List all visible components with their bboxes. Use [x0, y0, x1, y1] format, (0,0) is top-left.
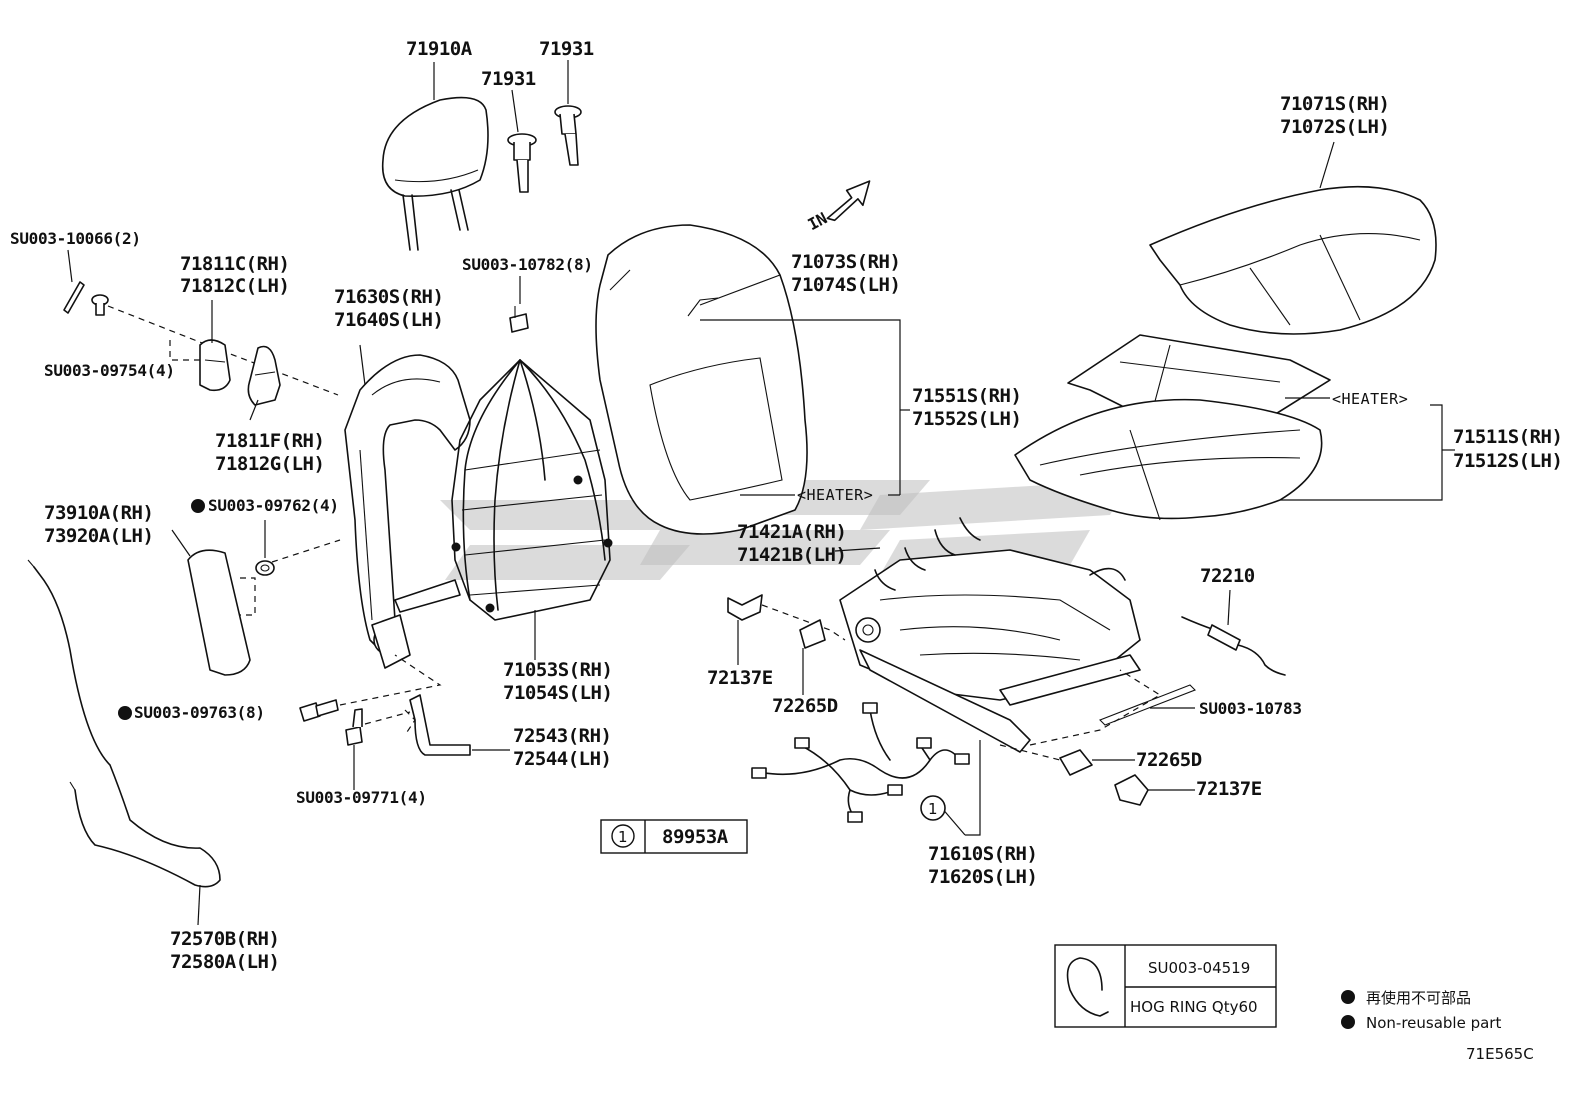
label-cushion-frame-lh[interactable]: 71620S(LH) [928, 866, 1038, 888]
label-cushion-cover-lh[interactable]: 71072S(LH) [1280, 116, 1390, 138]
figure-code: 71E565C [1466, 1045, 1534, 1063]
label-cover-left[interactable]: 72137E [707, 667, 773, 689]
bolt-8[interactable] [299, 699, 339, 722]
screw-side[interactable] [63, 281, 85, 314]
label-cushion-cover-rh[interactable]: 71071S(RH) [1280, 93, 1390, 115]
label-bracket-lh[interactable]: 72544(LH) [513, 748, 612, 770]
label-adjuster-cable[interactable]: 72210 [1200, 565, 1255, 587]
label-back-heater-rh[interactable]: 71551S(RH) [912, 385, 1022, 407]
label-headrest[interactable]: 71910A [406, 38, 473, 60]
label-heater-tag-cushion: <HEATER> [1332, 390, 1408, 408]
label-screw-side[interactable]: SU003-10066(2) [10, 229, 141, 248]
seat-cushion-frame[interactable] [839, 517, 1141, 753]
label-cable-rh[interactable]: 72570B(RH) [170, 928, 280, 950]
label-cover-right[interactable]: 72137E [1196, 778, 1262, 800]
direction-in-label: IN [805, 209, 830, 235]
wire-harness[interactable] [751, 702, 970, 823]
bolt-4[interactable] [345, 708, 363, 746]
bolt-track[interactable] [1099, 684, 1196, 726]
callout-table-part[interactable]: 89953A [662, 826, 729, 848]
legend-line-1: 再使用不可部品 [1366, 989, 1471, 1007]
label-cable-lh[interactable]: 72580A(LH) [170, 951, 280, 973]
label-heater-tag-back: <HEATER> [797, 486, 873, 504]
shield-lower[interactable] [247, 345, 281, 406]
label-nut[interactable]: SU003-09762(4) [208, 496, 339, 515]
seat-back-spring[interactable] [451, 359, 613, 621]
hog-ring-code[interactable]: SU003-04519 [1148, 959, 1250, 977]
part-labels: 71910A 71931 71931 SU003-10782(8) SU003-… [10, 38, 1563, 973]
label-back-heater-lh[interactable]: 71552S(LH) [912, 408, 1022, 430]
label-cushion-spring-lh[interactable]: 71421B(LH) [737, 544, 847, 566]
seat-back-frame[interactable] [344, 354, 471, 669]
hog-ring-icon [1066, 957, 1109, 1017]
side-airbag[interactable] [187, 549, 251, 676]
label-guide-right[interactable]: 71931 [539, 38, 594, 60]
label-clip-top[interactable]: SU003-10782(8) [462, 255, 593, 274]
label-back-spring-lh[interactable]: 71054S(LH) [503, 682, 613, 704]
seat-cushion-cover[interactable] [1149, 185, 1437, 335]
callout-table: 1 89953A [600, 819, 748, 854]
seat-back-cover[interactable] [595, 224, 808, 535]
legend: 再使用不可部品 Non-reusable part [1341, 989, 1501, 1032]
label-clip-left[interactable]: 72265D [772, 695, 838, 717]
hog-ring-box: SU003-04519 HOG RING Qty60 [1054, 944, 1277, 1028]
label-cushion-pad-rh[interactable]: 71511S(RH) [1453, 426, 1563, 448]
release-cable[interactable] [27, 559, 221, 888]
bracket[interactable] [409, 694, 471, 756]
label-shield-upper-rh[interactable]: 71811C(RH) [180, 253, 290, 275]
non-reusable-mark-bolt [118, 706, 132, 720]
label-shield-lower-rh[interactable]: 71811F(RH) [215, 430, 325, 452]
label-back-spring-rh[interactable]: 71053S(RH) [503, 659, 613, 681]
nut[interactable] [255, 560, 275, 576]
legend-dot-1 [1341, 990, 1355, 1004]
label-shield-lower-lh[interactable]: 71812G(LH) [215, 453, 325, 475]
headrest-guide-left[interactable] [507, 133, 537, 193]
label-guide-left[interactable]: 71931 [481, 68, 536, 90]
callout-table-number: 1 [618, 828, 628, 846]
label-bolt-track[interactable]: SU003-10783 [1199, 699, 1302, 718]
label-back-frame-rh[interactable]: 71630S(RH) [334, 286, 444, 308]
shield-upper[interactable] [199, 339, 231, 392]
callout-circle-harness [920, 795, 946, 821]
clip-top[interactable] [509, 306, 529, 333]
label-back-cover-lh[interactable]: 71074S(LH) [791, 274, 901, 296]
label-airbag-rh[interactable]: 73910A(RH) [44, 502, 154, 524]
adjuster-cable[interactable] [1181, 616, 1286, 676]
label-bracket-rh[interactable]: 72543(RH) [513, 725, 612, 747]
label-airbag-lh[interactable]: 73920A(LH) [44, 525, 154, 547]
headrest[interactable] [381, 96, 489, 251]
hog-ring-desc: HOG RING Qty60 [1130, 998, 1258, 1016]
label-bolt-4[interactable]: SU003-09771(4) [296, 788, 427, 807]
non-reusable-mark-nut [191, 499, 205, 513]
clip-right[interactable] [1059, 749, 1093, 776]
callout-harness-number: 1 [928, 800, 938, 818]
cover-right[interactable] [1114, 774, 1149, 806]
label-back-cover-rh[interactable]: 71073S(RH) [791, 251, 901, 273]
label-bolt-8[interactable]: SU003-09763(8) [134, 703, 265, 722]
direction-in-arrow: IN [805, 180, 871, 235]
label-clip-right[interactable]: 72265D [1136, 749, 1202, 771]
label-back-frame-lh[interactable]: 71640S(LH) [334, 309, 444, 331]
label-cushion-frame-rh[interactable]: 71610S(RH) [928, 843, 1038, 865]
label-shield-upper-lh[interactable]: 71812C(LH) [180, 275, 290, 297]
legend-dot-2 [1341, 1015, 1355, 1029]
headrest-guide-right[interactable] [554, 105, 582, 166]
label-cushion-spring-rh[interactable]: 71421A(RH) [737, 521, 847, 543]
seat-cushion-pad[interactable] [1014, 398, 1323, 521]
label-cushion-pad-lh[interactable]: 71512S(LH) [1453, 450, 1563, 472]
bolt-side[interactable] [91, 294, 109, 316]
clip-left[interactable] [799, 619, 826, 649]
cover-left[interactable] [727, 594, 763, 621]
legend-line-2: Non-reusable part [1366, 1014, 1501, 1032]
label-bolt-side[interactable]: SU003-09754(4) [44, 361, 175, 380]
